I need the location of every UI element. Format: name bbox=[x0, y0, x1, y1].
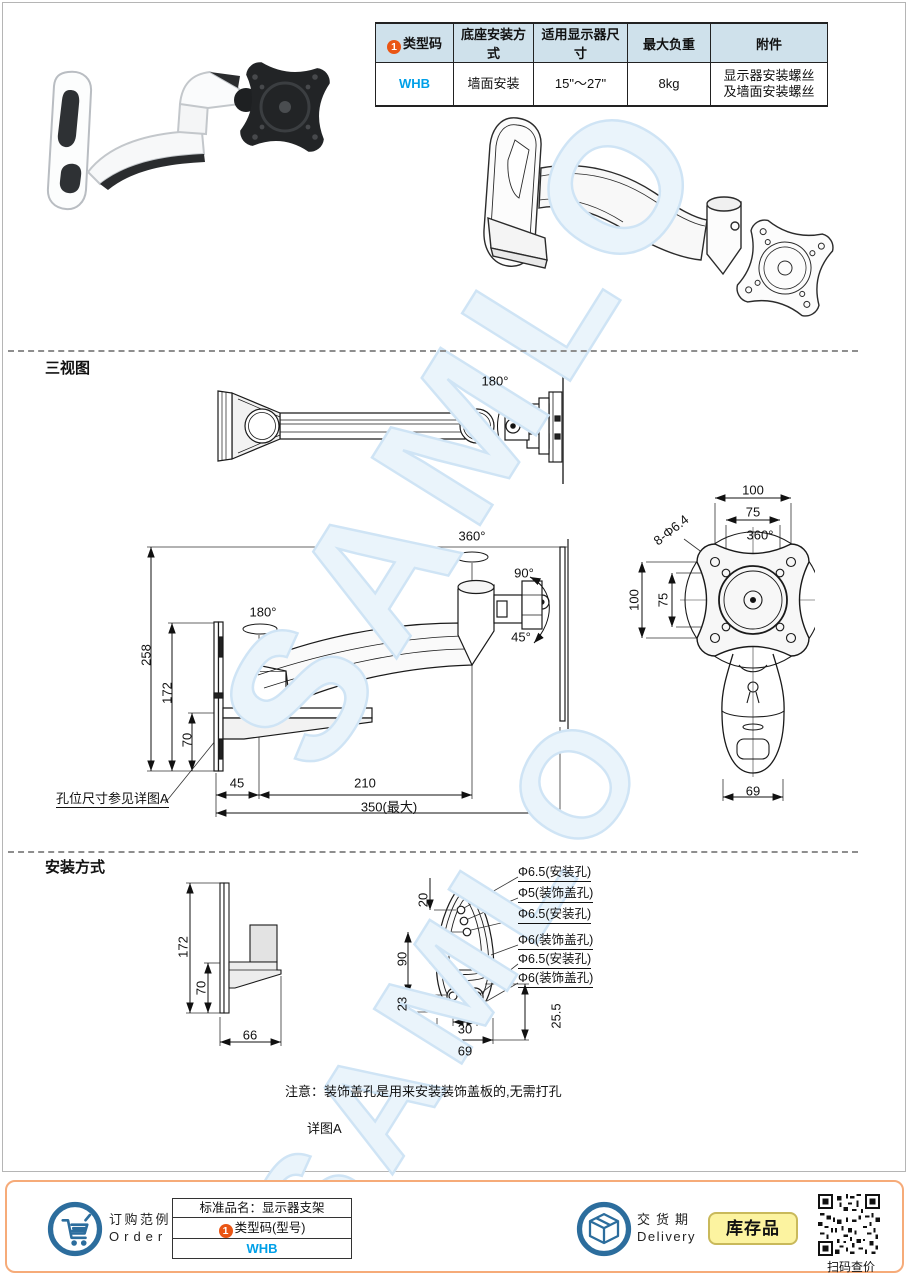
front-dim-100-left: 100 bbox=[626, 589, 642, 611]
front-view-drawing bbox=[638, 494, 815, 801]
header-accessory: 附件 bbox=[710, 22, 828, 63]
callout-hole-2: Φ5(装饰盖孔) bbox=[518, 882, 594, 903]
side-angle-90: 90° bbox=[514, 565, 534, 581]
cell-type-code: WHB bbox=[375, 62, 454, 107]
detail-a-label: 详图A bbox=[307, 1121, 342, 1136]
order-example-label: 订购范例 Order bbox=[109, 1212, 172, 1244]
section-title-three-view: 三视图 bbox=[45, 360, 91, 377]
side-dim-70: 70 bbox=[179, 732, 195, 748]
cell-max-load: 8kg bbox=[627, 62, 711, 107]
cell-accessory: 显示器安装螺丝 及墙面安装螺丝 bbox=[710, 62, 828, 107]
callout-hole-5: Φ6.5(安装孔) bbox=[518, 948, 592, 969]
top-view-drawing bbox=[217, 370, 564, 484]
product-photo bbox=[46, 62, 330, 211]
section-divider bbox=[8, 851, 858, 853]
content-frame bbox=[2, 2, 906, 1172]
header-base-mount: 底座安装方式 bbox=[453, 22, 534, 63]
section-title-install: 安装方式 bbox=[45, 859, 106, 876]
product-name: 标准品名：显示器支架 bbox=[173, 1199, 351, 1218]
callout-hole-4: Φ6(装饰盖孔) bbox=[518, 929, 594, 950]
circled-1-badge: 1 bbox=[218, 1224, 233, 1238]
spec-data-row: WHB 墙面安装 15"～27" 8kg 显示器安装螺丝 及墙面安装螺丝 bbox=[375, 62, 828, 107]
detail-note: 注意：装饰盖孔是用来安装装饰盖板的,无需打孔 bbox=[285, 1084, 562, 1099]
circled-1-badge: 1 bbox=[386, 39, 401, 54]
stock-badge: 库存品 bbox=[708, 1212, 798, 1245]
qr-caption: 扫码查价 bbox=[826, 1260, 875, 1274]
detail-dim-25-5: 25.5 bbox=[548, 1003, 564, 1029]
side-angle-360: 360° bbox=[458, 528, 486, 544]
side-dim-258: 258 bbox=[138, 644, 154, 666]
qr-code bbox=[818, 1194, 880, 1256]
front-angle-360: 360° bbox=[746, 527, 774, 543]
side-dim-210: 210 bbox=[354, 775, 376, 791]
cell-monitor-size: 15"～27" bbox=[533, 62, 628, 107]
delivery-label: 交货期 Delivery bbox=[637, 1212, 696, 1244]
callout-hole-6: Φ6(装饰盖孔) bbox=[518, 967, 594, 988]
front-dim-75-left: 75 bbox=[655, 592, 671, 608]
header-monitor-size: 适用显示器尺寸 bbox=[533, 22, 628, 63]
install-side-drawing bbox=[186, 882, 282, 1046]
type-code-value: WHB bbox=[246, 1241, 278, 1256]
install-dim-66: 66 bbox=[242, 1027, 258, 1043]
front-dim-69: 69 bbox=[745, 783, 761, 799]
callout-hole-3: Φ6.5(安装孔) bbox=[518, 903, 592, 924]
isometric-drawing bbox=[483, 117, 834, 317]
side-view-drawing bbox=[147, 539, 569, 817]
side-dim-350: 350(最大) bbox=[360, 799, 418, 815]
delivery-box-icon bbox=[576, 1201, 632, 1257]
section-divider bbox=[8, 350, 858, 352]
detail-a-drawing bbox=[404, 876, 529, 1044]
side-angle-45: 45° bbox=[511, 629, 531, 645]
hole-note-label: 孔位尺寸参见详图A bbox=[56, 788, 169, 808]
detail-dim-20: 20 bbox=[415, 892, 431, 908]
detail-dim-30: 30 bbox=[457, 1021, 473, 1037]
cell-base-mount: 墙面安装 bbox=[453, 62, 534, 107]
callout-hole-1: Φ6.5(安装孔) bbox=[518, 861, 592, 882]
detail-dim-23: 23 bbox=[394, 996, 410, 1012]
detail-dim-69: 69 bbox=[457, 1043, 473, 1059]
detail-dim-90: 90 bbox=[394, 951, 410, 967]
top-view-angle-180: 180° bbox=[481, 373, 509, 389]
side-dim-172: 172 bbox=[159, 682, 175, 704]
side-dim-45: 45 bbox=[229, 775, 245, 791]
install-dim-172: 172 bbox=[175, 936, 191, 958]
header-max-load: 最大负重 bbox=[627, 22, 711, 63]
front-dim-75-top: 75 bbox=[745, 504, 761, 520]
cart-icon bbox=[47, 1201, 103, 1257]
install-dim-70: 70 bbox=[193, 980, 209, 996]
front-dim-100-top: 100 bbox=[742, 482, 764, 498]
side-angle-180: 180° bbox=[249, 604, 277, 620]
